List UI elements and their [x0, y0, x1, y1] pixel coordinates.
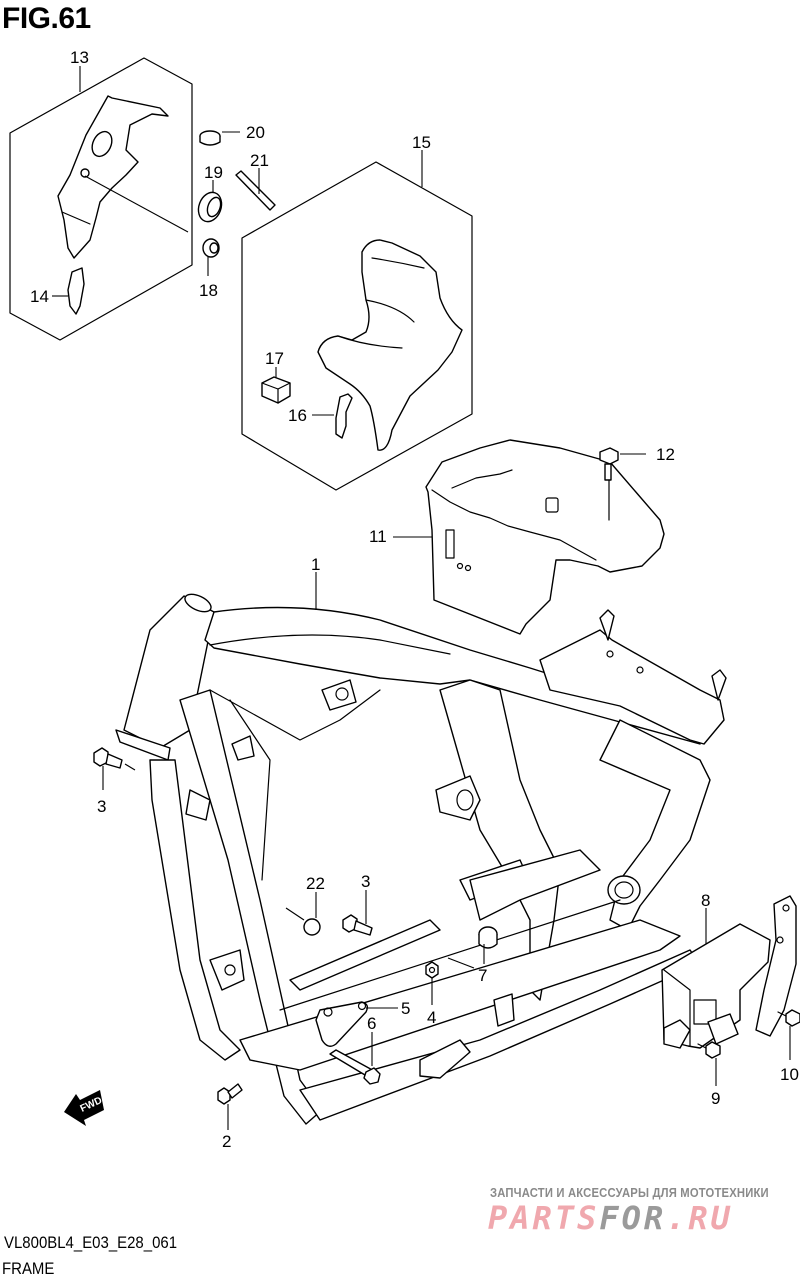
part-4-nut[interactable] [425, 961, 439, 1005]
callout-2: 2 [222, 1132, 231, 1151]
part-5-bracket[interactable] [315, 1001, 398, 1047]
callout-10: 10 [780, 1065, 799, 1084]
callout-12: 12 [656, 445, 675, 464]
part-16-trim[interactable] [312, 393, 353, 439]
callout-4: 4 [427, 1008, 436, 1027]
part-11-battery-tray[interactable] [393, 439, 665, 635]
part-12-bolt[interactable] [599, 447, 646, 521]
part-22-plug[interactable] [285, 892, 321, 936]
part-10-bolt[interactable] [777, 1009, 800, 1060]
part-13-frame-cover[interactable] [57, 95, 189, 259]
watermark-brand-part3: .RU [666, 1199, 733, 1237]
part-group-13-box [9, 57, 193, 341]
callout-14: 14 [30, 287, 49, 306]
part-3-bolt-lower[interactable] [342, 890, 373, 936]
callout-7: 7 [478, 966, 487, 985]
watermark-subtitle: ЗАПЧАСТИ И АКСЕССУАРЫ ДЛЯ МОТОТЕХНИКИ [490, 1186, 769, 1200]
callout-17: 17 [265, 349, 284, 368]
model-code: VL800BL4_E03_E28_061 [4, 1233, 178, 1252]
callout-11: 11 [369, 527, 387, 546]
callout-1: 1 [311, 555, 320, 574]
part-19-grommet[interactable] [195, 180, 226, 225]
callout-16: 16 [288, 406, 307, 425]
part-7-collar[interactable] [447, 926, 498, 969]
part-17-block[interactable] [261, 367, 291, 404]
part-14-trim[interactable] [52, 267, 85, 315]
callout-20: 20 [246, 123, 265, 142]
callout-3-lower: 3 [361, 872, 370, 891]
callout-6: 6 [367, 1014, 376, 1033]
callout-18: 18 [199, 281, 218, 300]
callout-13: 13 [70, 48, 89, 67]
part-1-main-frame[interactable] [115, 572, 727, 1125]
callout-15: 15 [412, 133, 431, 152]
part-9-bolt[interactable] [697, 1041, 721, 1086]
part-8-bracket-assembly[interactable] [661, 895, 797, 1049]
watermark-brand-part2: FOR [599, 1199, 667, 1237]
watermark-brand: PARTSFOR.RU [488, 1199, 733, 1237]
section-name: FRAME [2, 1259, 55, 1278]
part-18-collar[interactable] [202, 238, 220, 276]
callout-9: 9 [711, 1089, 720, 1108]
callout-5: 5 [401, 999, 410, 1018]
callout-3-upper: 3 [97, 797, 106, 816]
part-group-15-box [241, 150, 473, 491]
figure-title: FIG.61 [2, 2, 91, 35]
part-20-grommet[interactable] [199, 130, 240, 146]
callout-19: 19 [204, 163, 223, 182]
forward-direction-badge: FWD [64, 1090, 104, 1126]
part-2-bolt[interactable] [217, 1083, 243, 1130]
part-15-seat[interactable] [317, 239, 463, 451]
part-6-bolt[interactable] [329, 1032, 381, 1085]
callout-8: 8 [701, 891, 710, 910]
part-3-bolt-upper[interactable] [93, 747, 136, 790]
part-21-strip[interactable] [235, 168, 276, 211]
callout-21: 21 [250, 151, 269, 170]
watermark-brand-part1: PARTS [488, 1199, 600, 1237]
callout-22: 22 [306, 874, 325, 893]
